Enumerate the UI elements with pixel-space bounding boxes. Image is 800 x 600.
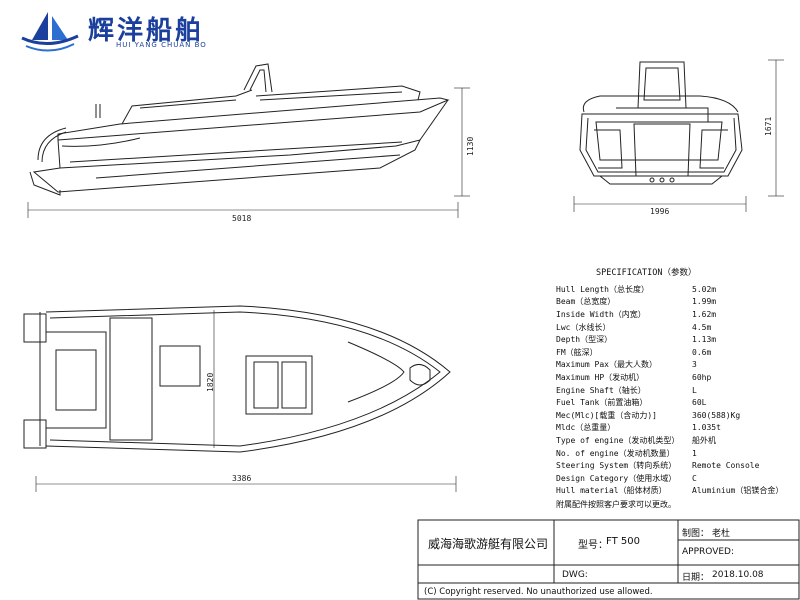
spec-row-label: Mec(Mlc)[载重（含动力)] — [556, 410, 657, 420]
spec-row-label: Engine Shaft（轴长） — [556, 385, 646, 395]
spec-row-value: 4.5m — [692, 322, 712, 332]
date-label: 日期： — [682, 573, 710, 583]
logo-chinese-name: 辉洋船舶 — [88, 16, 205, 46]
spec-row: No. of engine（发动机数量） 1 — [556, 447, 796, 460]
spec-row-label: Design Category（使用水域） — [556, 473, 677, 483]
spec-row-value: 1.13m — [692, 335, 717, 345]
spec-row-value: 60L — [692, 398, 707, 408]
maker-value: 老杜 — [712, 529, 731, 539]
spec-row-value: 3 — [692, 360, 697, 370]
spec-row: Fuel Tank（前置油箱） 60L — [556, 396, 796, 409]
spec-row-value: 1 — [692, 448, 697, 458]
model-value: FT 500 — [606, 536, 640, 547]
dim-front-height: 1671 — [764, 116, 773, 136]
spec-row-value: Remote Console — [692, 461, 760, 471]
model-label: 型号： — [578, 540, 608, 551]
spec-row: Engine Shaft（轴长） L — [556, 384, 796, 397]
maker-label: 制图： — [682, 529, 710, 539]
spec-row-label: FM（舷深） — [556, 347, 598, 357]
sail-icon — [21, 12, 79, 52]
spec-note: 附属配件按照客户要求可以更改。 — [556, 500, 676, 510]
spec-row-value: 0.6m — [692, 347, 712, 357]
spec-row-label: Maximum HP（发动机） — [556, 372, 645, 382]
spec-row-label: Maximum Pax（最大人数） — [556, 360, 657, 370]
spec-row-label: Hull material（船体材质） — [556, 486, 667, 496]
spec-row: Hull material（船体材质） Aluminium（铝镁合金） — [556, 485, 796, 498]
spec-row: FM（舷深） 0.6m — [556, 346, 796, 359]
spec-row-label: No. of engine（发动机数量） — [556, 448, 675, 458]
dim-front-width: 1996 — [650, 207, 670, 216]
spec-row-label: Lwc（水线长） — [556, 322, 611, 332]
spec-row-value: L — [692, 385, 697, 395]
company-name: 威海海歌游艇有限公司 — [428, 537, 549, 551]
spec-row-value: 1.99m — [692, 297, 717, 307]
logo-english-name: HUI YANG CHUAN BO — [116, 41, 207, 49]
spec-row-value: 5.02m — [692, 284, 717, 294]
spec-row-label: Inside Width（内宽） — [556, 309, 646, 319]
spec-row-value: Aluminium（铝镁合金） — [692, 486, 784, 496]
company-logo — [21, 12, 79, 52]
spec-row-label: Hull Length（总长度） — [556, 284, 649, 294]
spec-row: Inside Width（内宽） 1.62m — [556, 308, 796, 321]
spec-row-value: 360(588)Kg — [692, 410, 741, 420]
spec-row: Design Category（使用水域） C — [556, 472, 796, 485]
spec-row-value: 1.62m — [692, 309, 717, 319]
spec-row-label: Fuel Tank（前置油箱） — [556, 398, 648, 408]
top-plan-view — [23, 305, 457, 492]
spec-row-label: Type of engine（发动机类型） — [556, 435, 680, 445]
spec-row-label: Steering System（转向系统） — [556, 461, 677, 471]
spec-row: Mec(Mlc)[载重（含动力)] 360(588)Kg — [556, 409, 796, 422]
spec-row: Lwc（水线长） 4.5m — [556, 321, 796, 334]
side-elevation-view — [27, 63, 470, 218]
spec-row-value: C — [692, 473, 697, 483]
spec-row: Beam（总宽度） 1.99m — [556, 296, 796, 309]
spec-row: Depth（型深） 1.13m — [556, 333, 796, 346]
spec-row: Maximum Pax（最大人数） 3 — [556, 359, 796, 372]
spec-row-label: Beam（总宽度） — [556, 297, 616, 307]
title-block-grid — [417, 519, 800, 600]
spec-row: Hull Length（总长度） 5.02m — [556, 283, 796, 296]
front-elevation-view — [573, 59, 784, 212]
date-value: 2018.10.08 — [712, 570, 764, 580]
spec-row: Maximum HP（发动机） 60hp — [556, 371, 796, 384]
spec-row: Steering System（转向系统） Remote Console — [556, 459, 796, 472]
copyright-notice: (C) Copyright reserved. No unauthorized … — [424, 587, 653, 597]
spec-row-label: Depth（型深） — [556, 335, 613, 345]
spec-row: Mldc（总重量） 1.035t — [556, 422, 796, 435]
spec-row-value: 船外机 — [692, 435, 716, 445]
dim-top-length: 3386 — [232, 474, 252, 483]
dwg-label: DWG: — [562, 570, 588, 580]
spec-row-label: Mldc（总重量） — [556, 423, 616, 433]
spec-row-value: 1.035t — [692, 423, 721, 433]
spec-row: Type of engine（发动机类型） 船外机 — [556, 434, 796, 447]
dim-top-width: 1820 — [206, 372, 215, 392]
dim-side-length: 5018 — [232, 214, 252, 223]
spec-row-value: 60hp — [692, 372, 712, 382]
spec-title: SPECIFICATION（参数） — [596, 268, 697, 278]
approved-label: APPROVED: — [682, 547, 734, 557]
dim-side-height: 1130 — [466, 136, 475, 156]
